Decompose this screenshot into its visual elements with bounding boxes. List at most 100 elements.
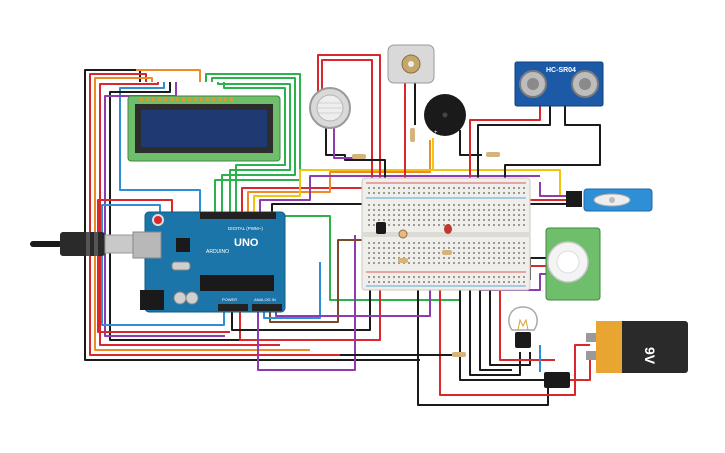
wire-d-black-1[interactable] [271, 203, 365, 212]
breadboard-hole [448, 192, 450, 194]
wire-lcd-red-1[interactable] [89, 73, 345, 356]
gas-sensor[interactable] [309, 87, 351, 129]
breadboard-hole [403, 276, 405, 278]
breadboard-hole [418, 257, 420, 259]
wire-bb-black-2[interactable] [459, 285, 545, 381]
breadboard-hole [478, 262, 480, 264]
breadboard-hole [418, 252, 420, 254]
wire-us-black-2[interactable] [504, 105, 601, 182]
wire-d-purple-1[interactable] [259, 175, 540, 212]
breadboard-hole [413, 204, 415, 206]
breadboard-hole [368, 187, 370, 189]
arduino-reset-button[interactable] [152, 214, 164, 226]
wire-gas-red-2[interactable] [321, 59, 373, 182]
wire-pwr-red[interactable] [239, 285, 381, 341]
battery-9v[interactable]: 9V [586, 321, 688, 373]
lcd-display[interactable] [127, 95, 281, 162]
piezo-buzzer[interactable]: + [424, 94, 466, 136]
wire-left-red[interactable] [97, 199, 230, 333]
wire-d-orange-1[interactable] [247, 140, 431, 212]
wire-bb-red-2[interactable] [499, 285, 555, 361]
light-bulb[interactable] [508, 306, 538, 348]
photoresistor[interactable] [398, 229, 408, 239]
breadboard-hole [468, 214, 470, 216]
breadboard-hole [468, 187, 470, 189]
breadboard-hole [448, 281, 450, 283]
wire-an-purple-2[interactable] [275, 290, 431, 317]
transistor[interactable] [376, 222, 386, 234]
wire-lcd-red-2[interactable] [99, 82, 280, 346]
breadboard-hole [423, 242, 425, 244]
wire-relay-red[interactable] [570, 360, 591, 381]
breadboard-hole [383, 257, 385, 259]
breadboard-hole [428, 257, 430, 259]
breadboard-hole [453, 214, 455, 216]
breadboard-hole [398, 219, 400, 221]
lcd-pin [146, 97, 149, 101]
resistor-gas[interactable] [352, 154, 366, 159]
battery-band [596, 321, 622, 373]
breadboard-hole [458, 242, 460, 244]
breadboard-hole [518, 242, 520, 244]
breadboard-hole [458, 262, 460, 264]
wire-lcd-purple-1[interactable] [104, 82, 225, 337]
breadboard-hole [423, 192, 425, 194]
breadboard-hole [428, 204, 430, 206]
pir-sensor[interactable] [545, 227, 601, 301]
ultrasonic-transducer-right-inner [579, 78, 591, 90]
dc-motor[interactable] [387, 44, 435, 84]
breadboard-hole [523, 281, 525, 283]
wire-buzzer-black[interactable] [459, 130, 482, 156]
wire-lcd-blue-1[interactable] [119, 82, 201, 212]
ultrasonic-sensor[interactable]: HC-SR04 [514, 61, 604, 107]
wire-servo-purple[interactable] [539, 182, 568, 197]
wire-us-red[interactable] [469, 105, 541, 182]
breadboard-hole [463, 187, 465, 189]
wire-bb-black-5[interactable] [489, 285, 531, 366]
wire-d-yellow-1[interactable] [253, 169, 561, 212]
arduino-uno[interactable]: UNO ARDUINO DIGITAL (PWM~) POWER ANALOG … [132, 211, 286, 313]
breadboard-hole [498, 219, 500, 221]
wire-lcd-green-1[interactable] [205, 73, 301, 212]
wire-pwr-black[interactable] [231, 285, 371, 331]
breadboard-hole [473, 276, 475, 278]
breadboard-hole [423, 209, 425, 211]
breadboard-hole [488, 242, 490, 244]
breadboard-hole [458, 209, 460, 211]
resistor-motor[interactable] [410, 128, 415, 142]
wire-lcd-green-4[interactable] [223, 82, 286, 212]
wire-left-blue[interactable] [101, 204, 225, 326]
wire-lcd-green-2[interactable] [211, 77, 296, 212]
breadboard-hole [458, 187, 460, 189]
resistor-bottom[interactable] [452, 352, 466, 357]
wire-gas-purple[interactable] [333, 120, 360, 159]
wire-an-blue[interactable] [263, 262, 321, 319]
wire-bb-black-4[interactable] [479, 285, 512, 371]
resistor-buzzer[interactable] [486, 152, 500, 157]
resistor-1[interactable] [398, 258, 408, 263]
wire-lcd-orange-2[interactable] [136, 69, 201, 82]
resistor-2[interactable] [442, 250, 452, 255]
wire-bb-black-3[interactable] [469, 285, 521, 376]
wire-bb-black-1[interactable] [417, 285, 549, 406]
breadboard-hole [498, 214, 500, 216]
breadboard-hole [408, 242, 410, 244]
breadboard[interactable] [361, 177, 531, 291]
breadboard-hole [373, 242, 375, 244]
wire-bb-red-1[interactable] [439, 285, 590, 396]
breadboard-hole [488, 252, 490, 254]
breadboard-hole [478, 204, 480, 206]
servo-motor[interactable] [566, 188, 653, 212]
wire-lcd-green-3[interactable] [217, 82, 291, 212]
led-red[interactable] [444, 224, 452, 234]
wire-us-black[interactable] [477, 105, 551, 182]
wire-lcd-orange-1[interactable] [94, 77, 310, 351]
wire-gas-red[interactable] [317, 54, 381, 182]
breadboard-hole [398, 242, 400, 244]
wire-lcd-black-2[interactable] [109, 82, 240, 341]
breadboard-hole [513, 252, 515, 254]
breadboard-hole [478, 192, 480, 194]
breadboard-hole [408, 192, 410, 194]
relay[interactable] [544, 372, 570, 388]
wire-an-purple[interactable] [257, 235, 356, 371]
